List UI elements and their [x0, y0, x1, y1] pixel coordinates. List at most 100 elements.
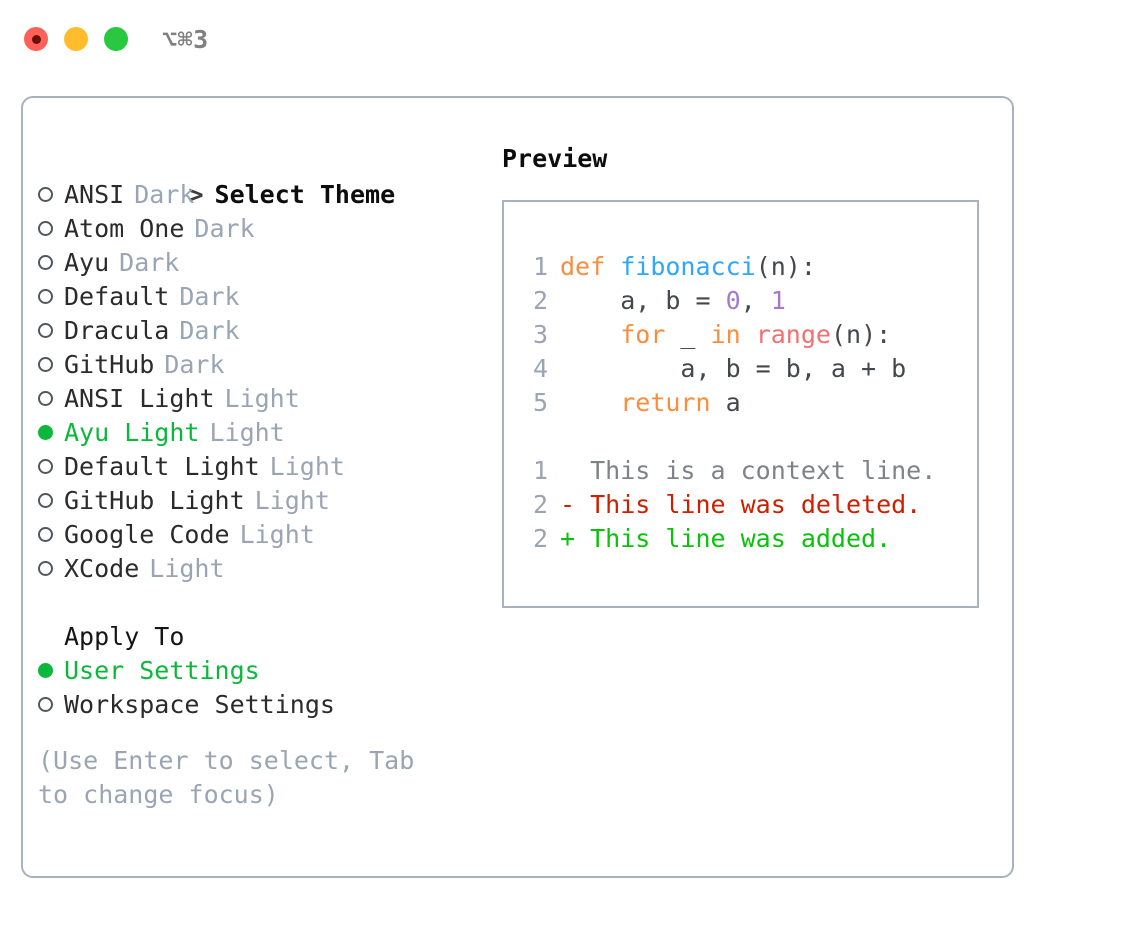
theme-name: GitHub — [64, 350, 155, 379]
code-token — [560, 388, 620, 417]
radio-icon[interactable] — [38, 280, 64, 314]
code-token: return — [620, 388, 711, 417]
theme-variant-tag: Light — [239, 520, 315, 549]
radio-icon[interactable] — [38, 518, 64, 552]
theme-variant-tag: Light — [254, 486, 330, 515]
theme-name: Atom One — [64, 214, 185, 243]
theme-name: GitHub Light — [64, 486, 245, 515]
theme-name: XCode — [64, 554, 140, 583]
code-token: in — [710, 320, 741, 349]
diff-marker: + — [560, 524, 591, 553]
apply-to-item[interactable]: Workspace Settings — [38, 688, 498, 722]
line-number: 1 — [532, 456, 548, 485]
radio-icon[interactable] — [38, 450, 64, 484]
radio-icon[interactable] — [38, 246, 64, 280]
list-spacer — [38, 586, 498, 620]
preview-label: Preview — [502, 144, 608, 173]
theme-list-item[interactable]: Ayu Light Light — [38, 416, 498, 450]
radio-unselected-icon — [38, 356, 53, 372]
code-token: , — [740, 286, 771, 315]
radio-unselected-icon — [38, 492, 53, 508]
radio-icon[interactable] — [38, 348, 64, 382]
radio-unselected-icon — [38, 220, 53, 236]
radio-unselected-icon — [38, 322, 53, 338]
code-token: 1 — [770, 286, 786, 315]
diff-sample: 1 This is a context line.2- This line wa… — [504, 454, 977, 556]
code-token: (n): — [830, 320, 892, 349]
diff-text: This line was added. — [590, 524, 892, 553]
theme-name: ANSI Light — [64, 384, 215, 413]
theme-name: Ayu Light — [64, 418, 200, 447]
radio-unselected-icon — [38, 458, 53, 474]
apply-to-label: Workspace Settings — [64, 690, 335, 719]
radio-icon[interactable] — [38, 654, 64, 688]
radio-unselected-icon — [38, 186, 53, 202]
apply-to-heading: Apply To — [64, 622, 185, 651]
theme-list-item[interactable]: GitHub Light Light — [38, 484, 498, 518]
select-theme-heading-label: Select Theme — [214, 180, 396, 209]
theme-name: Ayu — [64, 248, 110, 277]
radio-icon[interactable] — [38, 382, 64, 416]
code-token: a, b = b, a + b — [560, 354, 907, 383]
line-number: 1 — [532, 252, 548, 281]
radio-icon[interactable] — [38, 688, 64, 722]
theme-variant-tag: Dark — [134, 180, 195, 209]
radio-unselected-icon — [38, 696, 53, 712]
line-number: 2 — [532, 524, 548, 553]
radio-icon[interactable] — [38, 552, 64, 586]
line-number: 3 — [532, 320, 548, 349]
diff-text: This is a context line. — [590, 456, 937, 485]
line-number: 4 — [532, 354, 548, 383]
code-token: range — [755, 320, 831, 349]
maximize-button[interactable] — [104, 27, 128, 51]
theme-variant-tag: Light — [209, 418, 285, 447]
radio-icon[interactable] — [38, 484, 64, 518]
theme-list-item[interactable]: Google Code Light — [38, 518, 498, 552]
radio-icon[interactable] — [38, 212, 64, 246]
line-number: 2 — [532, 286, 548, 315]
code-line: 5 return a — [504, 386, 977, 420]
minimize-button[interactable] — [64, 27, 88, 51]
window-titlebar: ⌥⌘3 — [0, 0, 1140, 78]
radio-unselected-icon — [38, 288, 53, 304]
theme-name: Google Code — [64, 520, 230, 549]
radio-icon[interactable] — [38, 178, 64, 212]
radio-unselected-icon — [38, 560, 53, 576]
apply-to-label: User Settings — [64, 656, 260, 685]
apply-to-item[interactable]: User Settings — [38, 654, 498, 688]
code-token — [560, 320, 620, 349]
radio-icon[interactable] — [38, 416, 64, 450]
close-button[interactable] — [24, 27, 48, 51]
theme-list-item[interactable]: Default Dark — [38, 280, 498, 314]
code-token: fibonacci — [620, 252, 756, 281]
diff-text: This line was deleted. — [590, 490, 922, 519]
radio-unselected-icon — [38, 526, 53, 542]
code-token — [741, 320, 756, 349]
theme-variant-tag: Dark — [179, 282, 240, 311]
radio-icon[interactable] — [38, 314, 64, 348]
theme-name: Default — [64, 282, 170, 311]
keyboard-hint: (Use Enter to select, Tab to change focu… — [38, 746, 430, 809]
code-token: def — [560, 252, 621, 281]
code-diff-gap — [504, 420, 977, 454]
line-number: 5 — [532, 388, 548, 417]
code-token: a — [710, 388, 741, 417]
line-number: 2 — [532, 490, 548, 519]
code-token: for — [620, 320, 666, 349]
select-theme-heading: >Select Theme — [38, 144, 498, 209]
diff-marker — [560, 456, 590, 485]
